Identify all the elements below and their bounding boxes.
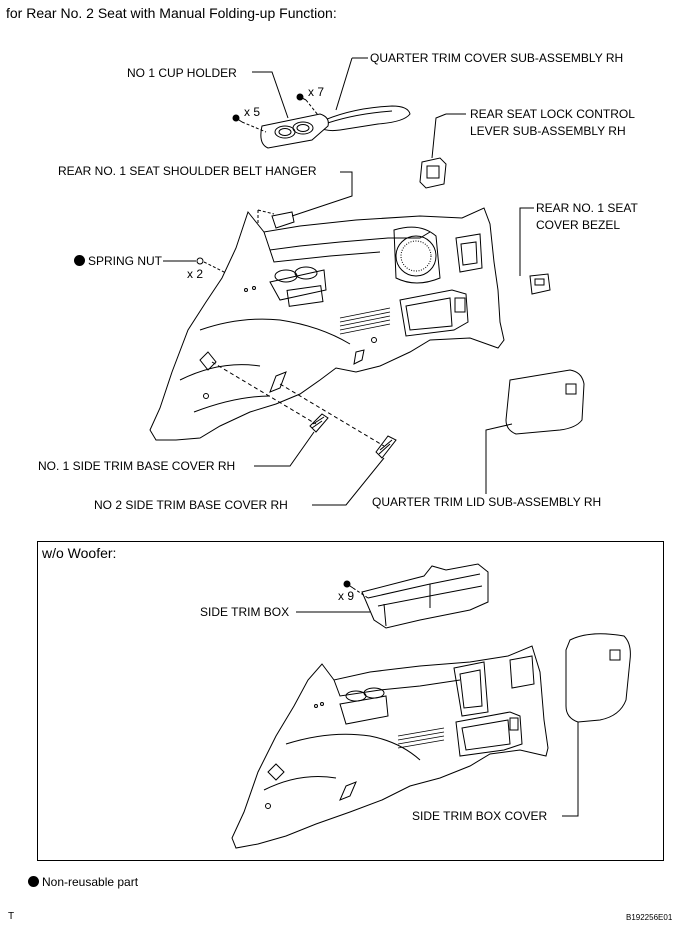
- leader-side-base-2: [312, 457, 385, 506]
- legend-text: Non-reusable part: [42, 875, 139, 889]
- seat-cover-bezel-part: [529, 273, 551, 295]
- inset-frame-without-woofer: [37, 541, 664, 861]
- label-quarter-trim-lid: QUARTER TRIM LID SUB-ASSEMBLY RH: [372, 495, 602, 509]
- shoulder-belt-hanger-part: [271, 211, 295, 229]
- label-qty-x2: x 2: [187, 267, 204, 281]
- label-cover-bezel-line2: COVER BEZEL: [536, 218, 621, 232]
- label-belt-hanger: REAR NO. 1 SEAT SHOULDER BELT HANGER: [58, 164, 317, 178]
- screw-icon: [232, 93, 307, 123]
- inset-title: w/o Woofer:: [42, 545, 117, 561]
- leader-cup-holder: [252, 71, 289, 119]
- label-side-trim-box-cover: SIDE TRIM BOX COVER: [412, 809, 548, 823]
- quarter-trim-lid-part: [505, 369, 585, 435]
- screw-icon: [343, 580, 354, 589]
- leader-side-base-1: [254, 431, 315, 467]
- label-spring-nut: SPRING NUT: [74, 255, 162, 267]
- figure-code: B192256E01: [626, 913, 673, 922]
- inset-quarter-trim-panel: [231, 645, 549, 849]
- non-reusable-bullet-icon: [74, 255, 85, 266]
- cup-holder-part: [260, 113, 329, 149]
- label-quarter-trim-cover: QUARTER TRIM COVER SUB-ASSEMBLY RH: [370, 51, 624, 65]
- label-lock-lever-line2: LEVER SUB-ASSEMBLY RH: [470, 124, 626, 138]
- quarter-trim-panel: [149, 207, 505, 441]
- side-trim-base-cover-1-part: [309, 413, 329, 433]
- label-lock-lever-line1: REAR SEAT LOCK CONTROL: [470, 107, 635, 121]
- label-qty-x5: x 5: [244, 105, 261, 119]
- label-qty-x7: x 7: [308, 85, 325, 99]
- side-trim-base-cover-2-part: [375, 435, 397, 459]
- label-side-trim-box: SIDE TRIM BOX: [200, 605, 290, 619]
- spring-nut-text: SPRING NUT: [88, 254, 163, 268]
- spring-nut-icon: [196, 257, 204, 265]
- label-cup-holder: NO 1 CUP HOLDER: [127, 66, 237, 80]
- footer-marker: T: [8, 911, 15, 922]
- side-trim-box-cover-part: [565, 633, 631, 723]
- label-qty-x9: x 9: [338, 589, 355, 603]
- leader-quarter-trim-cover: [335, 57, 353, 111]
- leader-belt-hanger: [291, 171, 353, 217]
- quarter-trim-cover-part: [317, 105, 411, 132]
- label-cover-bezel-line1: REAR NO. 1 SEAT: [536, 201, 638, 215]
- page-title: for Rear No. 2 Seat with Manual Folding-…: [6, 5, 337, 21]
- label-side-base-cover-1: NO. 1 SIDE TRIM BASE COVER RH: [38, 459, 236, 473]
- non-reusable-bullet-icon: [28, 876, 39, 887]
- legend-non-reusable: Non-reusable part: [28, 876, 138, 888]
- label-side-base-cover-2: NO 2 SIDE TRIM BASE COVER RH: [94, 498, 288, 512]
- side-trim-box-part: [361, 563, 489, 629]
- lock-control-lever-part: [419, 113, 447, 189]
